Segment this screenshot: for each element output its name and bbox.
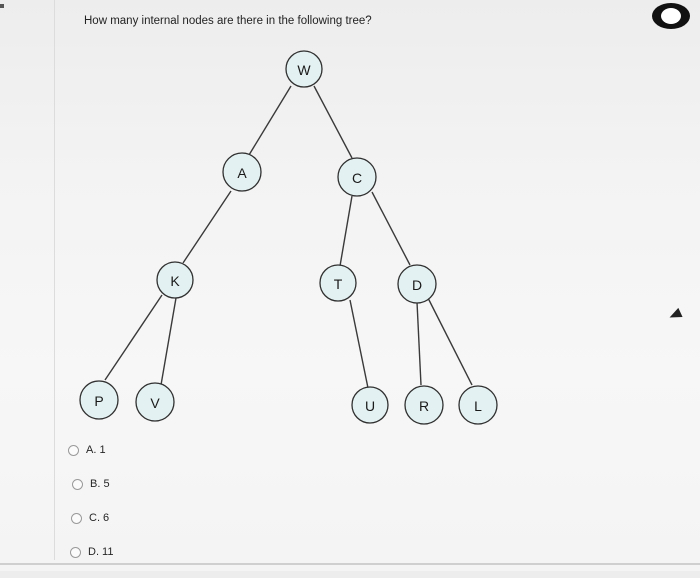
node-label-k: K [170,273,180,289]
tree-node-a: A [222,152,262,192]
edge-k-v [160,297,177,386]
option-d[interactable]: D. 11 [70,544,113,560]
node-label-a: A [237,165,247,181]
answer-options: A. 1 B. 5 C. 6 D. 11 [68,442,113,578]
tree-node-w: W [285,50,323,88]
option-a[interactable]: A. 1 [68,442,113,458]
option-b-label: B. 5 [90,478,110,490]
left-edge-mark [0,4,4,8]
tree-node-d: D [397,264,437,304]
node-label-u: U [365,398,375,414]
node-label-l: L [474,398,482,414]
option-c[interactable]: C. 6 [71,510,113,526]
edge-c-t [339,195,353,267]
radio-option-b[interactable] [72,478,83,490]
tree-node-u: U [351,386,389,424]
edge-d-r [416,301,422,386]
option-c-label: C. 6 [89,512,110,524]
option-a-label: A. 1 [86,444,106,456]
top-right-indicator-icon [652,3,690,29]
tree-node-p: P [79,380,119,420]
left-divider [54,0,55,560]
node-label-v: V [150,395,160,411]
tree-node-l: L [458,385,498,425]
edge-w-c [313,85,353,159]
radio-option-c[interactable] [71,512,82,524]
tree-node-t: T [319,264,357,302]
radio-option-a[interactable] [68,444,79,456]
tree-diagram: W A C K T D P V U R L [79,50,498,425]
question-text: How many internal nodes are there in the… [84,15,372,27]
edge-d-l [427,297,473,386]
node-label-p: P [94,393,103,409]
node-label-d: D [412,277,422,293]
node-label-c: C [352,170,362,186]
edge-w-a [248,85,292,156]
node-label-r: R [419,398,429,414]
bottom-divider [0,563,700,565]
edge-k-p [104,294,163,381]
tree-node-c: C [337,157,377,197]
radio-option-d[interactable] [70,546,81,558]
edge-t-u [349,299,369,389]
node-label-t: T [334,276,343,292]
edge-c-d [371,191,411,266]
option-d-label: D. 11 [88,546,114,558]
edge-a-k [182,190,232,264]
tree-node-v: V [135,382,175,422]
option-b[interactable]: B. 5 [72,476,113,492]
tree-node-r: R [404,385,444,425]
tree-node-k: K [156,261,194,299]
node-label-w: W [297,62,311,78]
